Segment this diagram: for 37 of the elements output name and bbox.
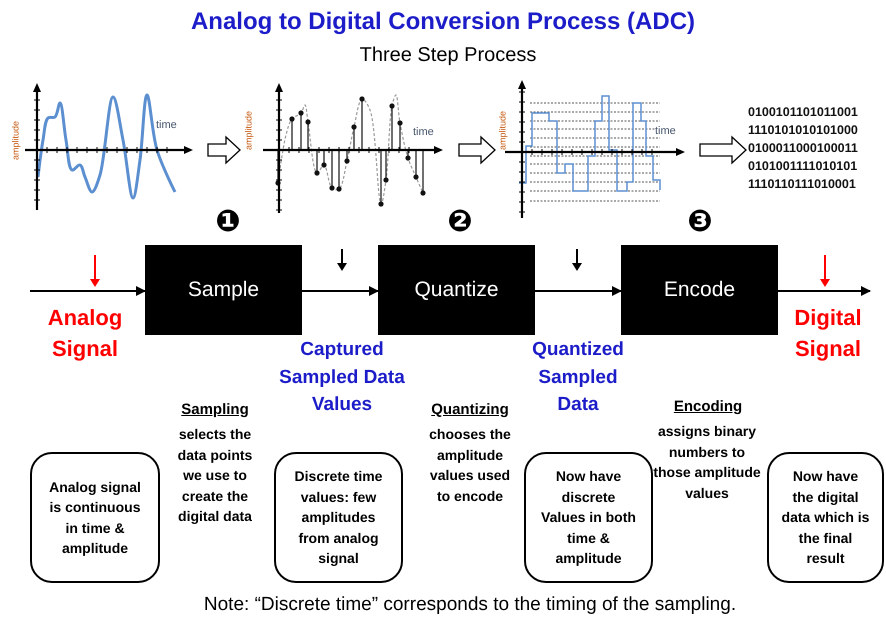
step-description: selects the data points we use to create the digital data [176, 425, 254, 526]
process-box: Encode [621, 245, 778, 335]
block-arrow [207, 136, 241, 164]
arrow [302, 286, 379, 296]
step-heading: Encoding [672, 398, 744, 416]
block-arrow [699, 136, 747, 164]
block-arrow [458, 136, 496, 164]
note-box: Now have the digital data which is the final result [767, 452, 884, 583]
step-number: ❸ [686, 204, 714, 240]
axis-label: time [655, 125, 676, 137]
process-box: Quantize [378, 245, 535, 335]
process-box: Sample [145, 245, 302, 335]
step-number: ❶ [214, 204, 242, 240]
axis-label: amplitude [10, 120, 22, 162]
axis-label: time [156, 119, 177, 131]
axis-label: amplitude [498, 110, 508, 152]
note-box: Analog signal is continuous in time & amplitude [30, 452, 160, 583]
arrow [535, 286, 622, 296]
subtitle: Three Step Process [358, 43, 538, 67]
step-number: ❷ [446, 204, 474, 240]
arrow [30, 286, 146, 296]
step-description: chooses the amplitude values used to encode [428, 425, 512, 506]
signal-label: Digital Signal [793, 304, 863, 363]
binary-data: 0100101101011001 1110101010101000 0100011000100011 0101001111010101 1110110111010001 [748, 103, 886, 198]
axis-label: amplitude [244, 110, 254, 152]
signal-label: Analog Signal [46, 304, 124, 363]
stage-label: Captured Sampled Data Values [278, 338, 406, 417]
arrow [778, 286, 871, 296]
note-box: Discrete time values: few amplitudes from analog signal [274, 452, 403, 583]
step-description: assigns binary numbers to those amplitude values [653, 422, 761, 502]
note: Note: “Discrete time” corresponds to the timing of the sampling. [202, 594, 738, 616]
step-heading: Quantizing [430, 401, 510, 419]
title: Analog to Digital Conversion Process (ADC) [190, 8, 696, 36]
step-heading: Sampling [180, 401, 250, 419]
note-box: Now have discrete Values in both time & amplitude [524, 452, 653, 583]
axis-label: time [413, 126, 434, 138]
stage-label: Quantized Sampled Data [531, 338, 625, 417]
